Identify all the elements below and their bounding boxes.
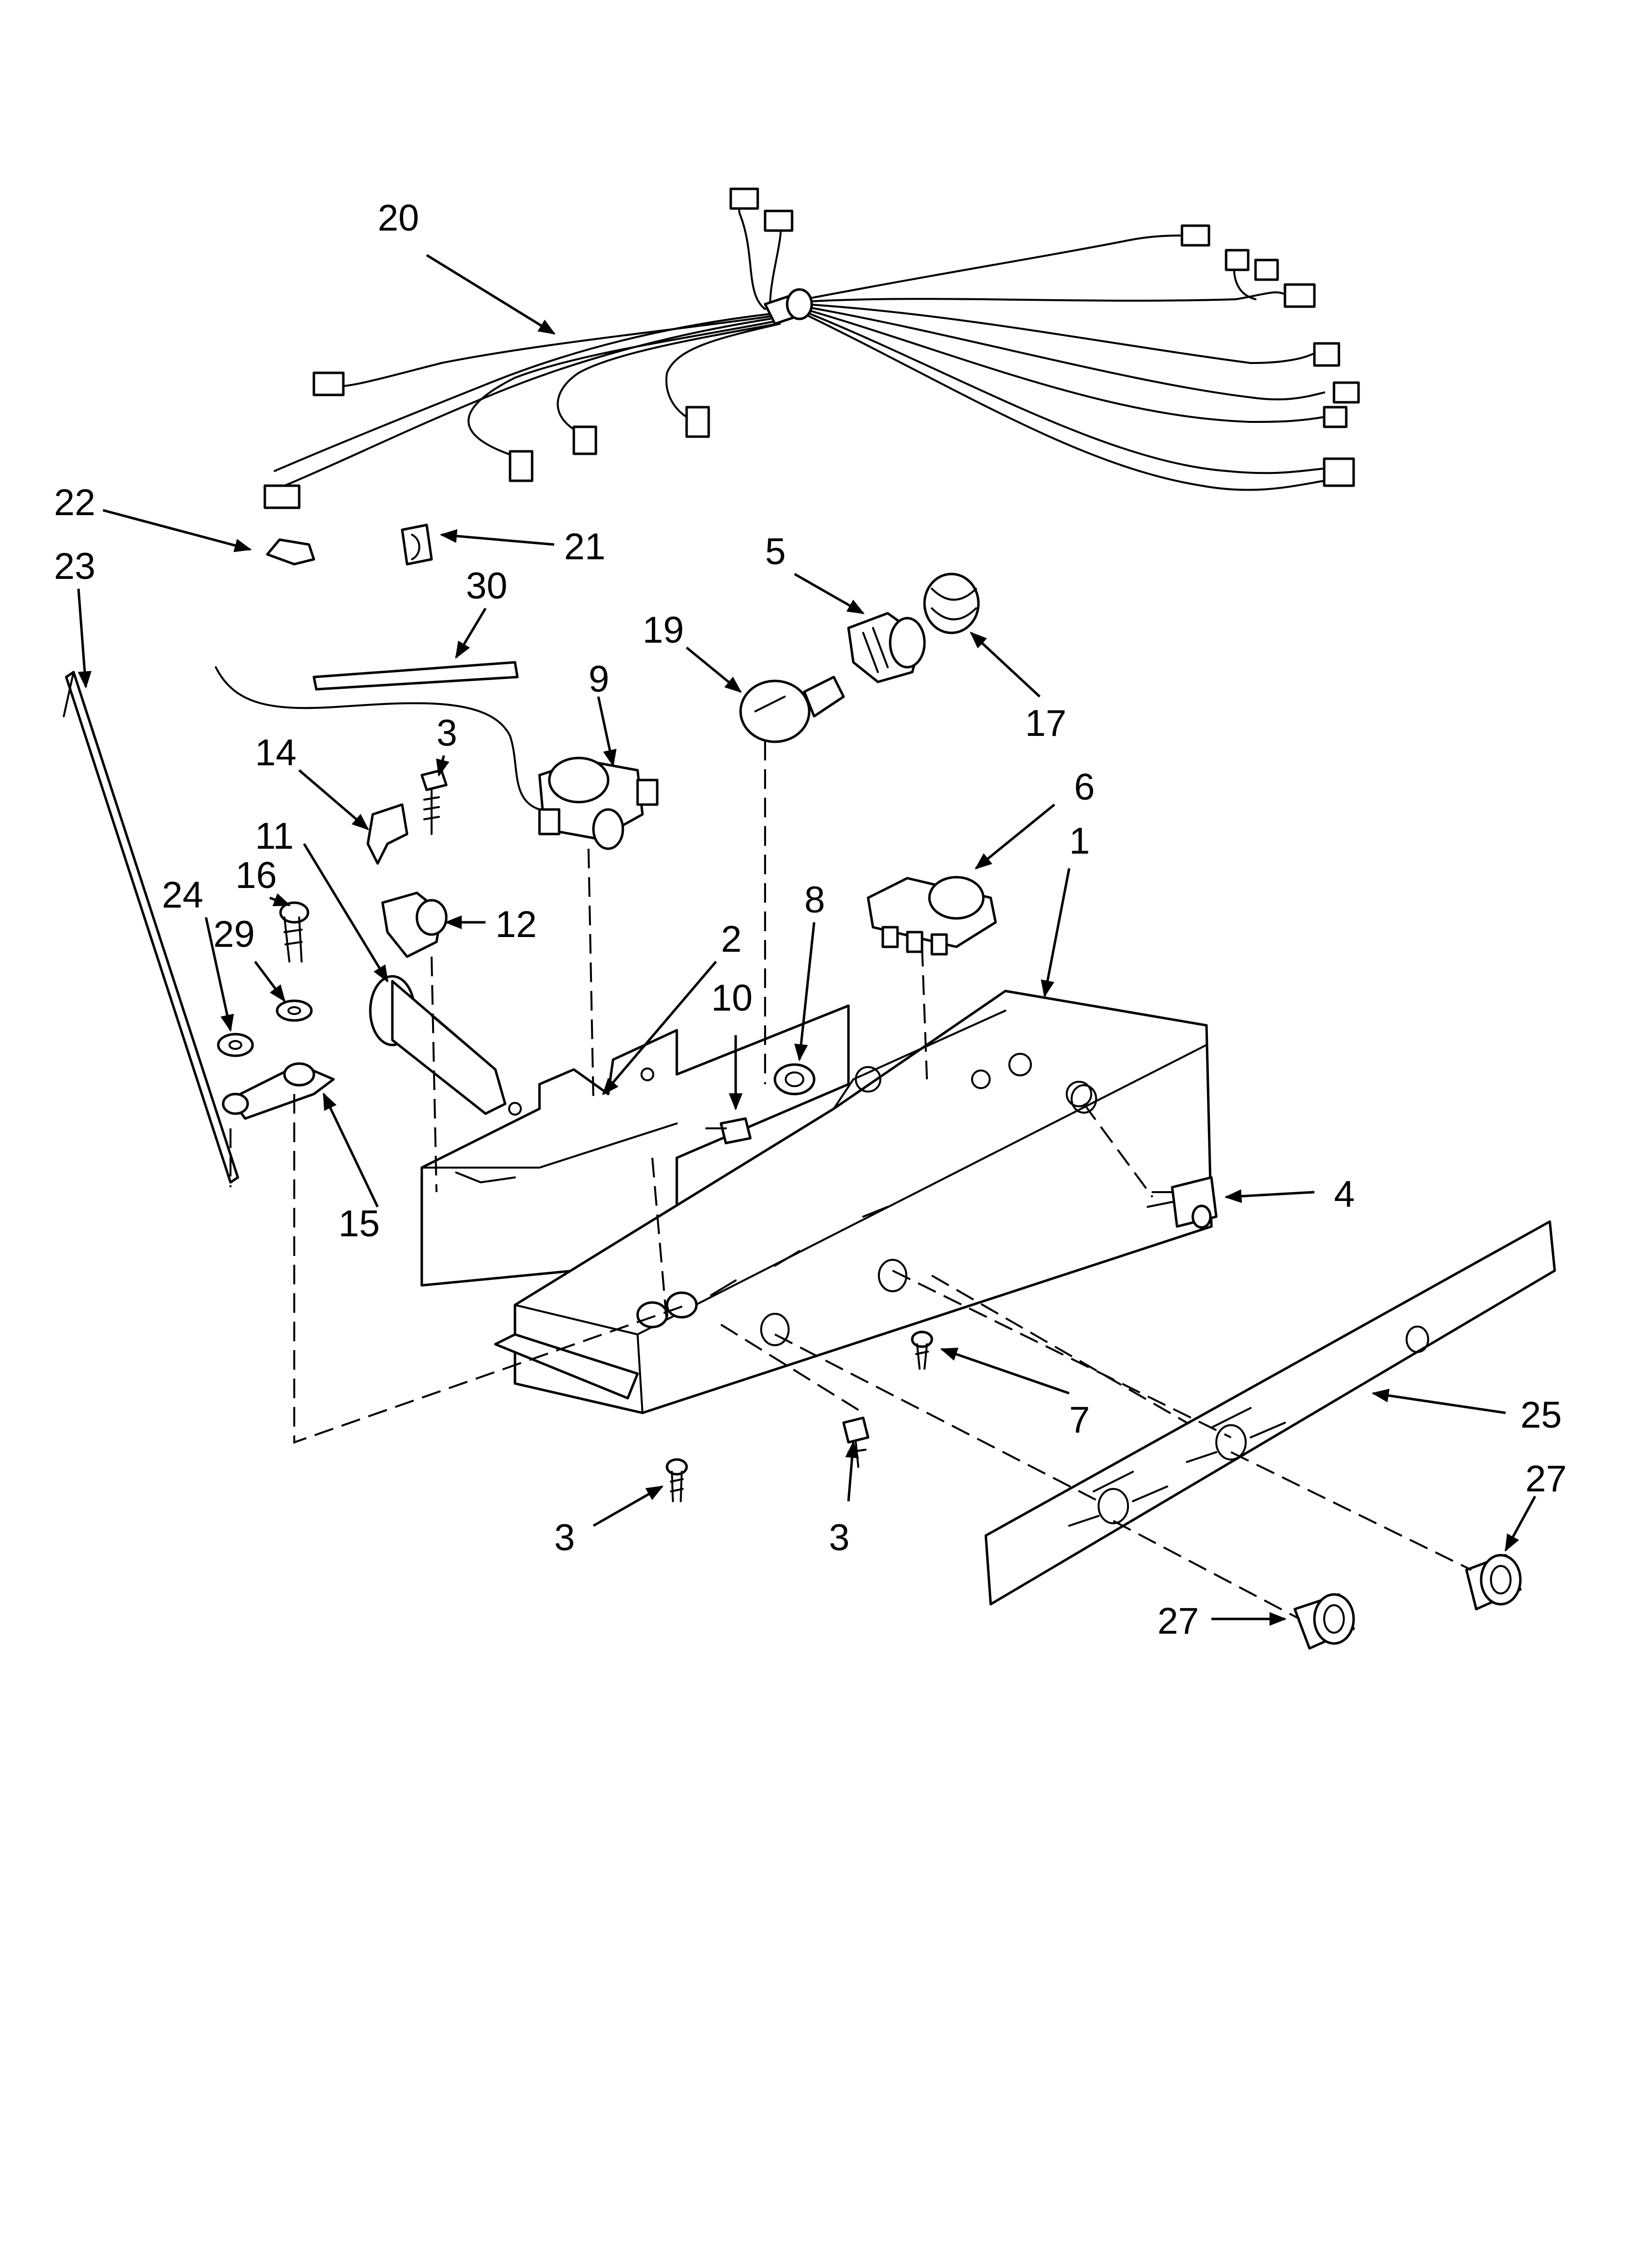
screw-part-3-center bbox=[842, 1416, 870, 1468]
screw-part-3-top bbox=[420, 769, 448, 835]
assembly-lines bbox=[230, 741, 1472, 1620]
callout-2: 2 bbox=[721, 918, 742, 960]
grommet-part-21 bbox=[401, 523, 433, 566]
callout-16: 16 bbox=[235, 855, 277, 896]
rod-part-23 bbox=[63, 671, 239, 1184]
light-socket-part-5 bbox=[847, 612, 926, 683]
screw-part-7 bbox=[911, 1330, 933, 1370]
callout-labels: 20 22 21 23 30 5 19 17 9 14 3 6 11 1 12 … bbox=[54, 197, 1567, 1642]
callout-9: 9 bbox=[589, 658, 609, 700]
callout-8: 8 bbox=[804, 879, 825, 921]
capillary-tube-part-30 bbox=[215, 661, 540, 810]
switch-part-4 bbox=[1147, 1176, 1218, 1229]
callout-27-lower: 27 bbox=[1157, 1600, 1199, 1642]
defrost-timer-part-6 bbox=[867, 876, 997, 956]
callout-10: 10 bbox=[711, 977, 753, 1019]
callout-6: 6 bbox=[1074, 766, 1095, 808]
callout-4: 4 bbox=[1334, 1173, 1355, 1215]
callout-30: 30 bbox=[466, 565, 508, 607]
callout-17: 17 bbox=[1025, 703, 1067, 744]
callout-20: 20 bbox=[378, 197, 419, 239]
callout-3-left: 3 bbox=[554, 1517, 575, 1559]
knob-part-27-right bbox=[1465, 1554, 1522, 1611]
washer-part-29 bbox=[276, 999, 313, 1022]
callout-1: 1 bbox=[1069, 820, 1090, 862]
bracket-part-14 bbox=[366, 803, 409, 865]
callout-29: 29 bbox=[213, 913, 255, 955]
screw-part-10 bbox=[705, 1117, 752, 1145]
callout-15: 15 bbox=[338, 1203, 380, 1245]
grommet-part-8 bbox=[773, 1063, 816, 1095]
arm-part-15 bbox=[222, 1062, 335, 1120]
clip-part-22 bbox=[266, 538, 315, 566]
wiring-harness-part-20 bbox=[263, 187, 1360, 509]
callout-27-right: 27 bbox=[1525, 1458, 1567, 1500]
callout-21: 21 bbox=[564, 526, 606, 568]
control-part-9 bbox=[538, 756, 659, 850]
light-bulb-part-19 bbox=[739, 676, 845, 743]
screw-part-3-left bbox=[666, 1458, 688, 1502]
socket-cover-part-17 bbox=[923, 573, 980, 634]
washer-part-24 bbox=[217, 1033, 254, 1057]
callout-12: 12 bbox=[495, 904, 537, 945]
control-panel-part-25 bbox=[984, 1220, 1556, 1606]
callout-5: 5 bbox=[765, 531, 786, 573]
callout-11: 11 bbox=[255, 815, 294, 857]
callout-3-top: 3 bbox=[436, 712, 457, 754]
leader-arrows bbox=[77, 254, 1537, 1626]
control-shaft-part-11 bbox=[369, 975, 507, 1115]
callout-22: 22 bbox=[54, 482, 96, 523]
clamp-part-12 bbox=[381, 891, 448, 958]
callout-24: 24 bbox=[162, 874, 204, 916]
knob-part-27-lower bbox=[1293, 1593, 1355, 1650]
callout-14: 14 bbox=[255, 732, 297, 774]
callout-3-center: 3 bbox=[829, 1517, 849, 1559]
callout-25: 25 bbox=[1520, 1394, 1562, 1436]
screw-part-16 bbox=[279, 901, 309, 963]
callout-23: 23 bbox=[54, 546, 96, 587]
callout-19: 19 bbox=[642, 609, 684, 651]
callout-7: 7 bbox=[1069, 1399, 1090, 1441]
